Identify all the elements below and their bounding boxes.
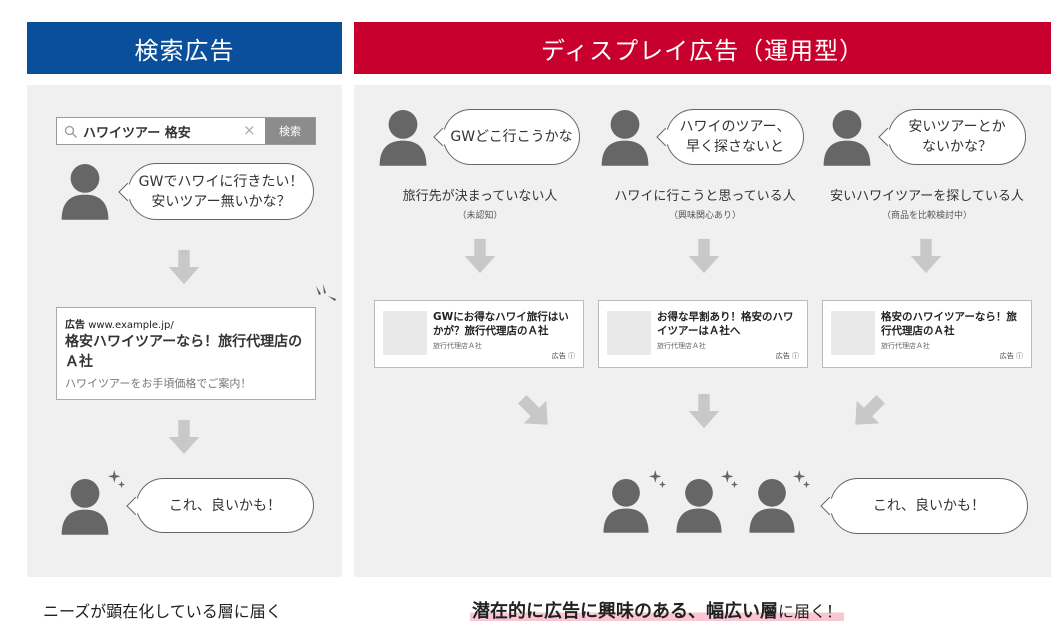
ad-company: 旅行代理店Ａ社 xyxy=(881,342,930,350)
segment-sublabel: （興味関心あり） xyxy=(668,211,741,221)
ad-thumbnail xyxy=(383,311,427,355)
search-caption: ニーズが顕在化している層に届く xyxy=(43,602,282,621)
bubble-line: これ、良いかも！ xyxy=(872,498,986,514)
ad-description: ハワイツアーをお手頃価格でご案内！ xyxy=(65,377,252,390)
search-ads-header: 検索広告 xyxy=(27,22,342,74)
user-avatar-icon xyxy=(376,108,430,166)
display-ads-title: ディスプレイ広告（運用型） xyxy=(540,36,865,65)
bubble-line: ハワイのツアー、 xyxy=(679,119,791,135)
search-ad-result[interactable]: 広告 www.example.jp/ 格安ハワイツアーなら！旅行代理店のＡ社 ハ… xyxy=(56,307,316,400)
segment-label: ハワイに行こうと思っている人 xyxy=(614,189,796,204)
searcher-speech-bubble: GWでハワイに行きたい！ 安いツアー無いかな？ xyxy=(128,163,314,220)
display-ad-card[interactable]: 格安のハワイツアーなら！旅行代理店のＡ社 旅行代理店Ａ社 広告 ⓘ xyxy=(822,300,1032,368)
segment-sublabel: （商品を比較検討中） xyxy=(881,211,972,221)
bubble-line: 安いツアー無いかな？ xyxy=(151,193,291,210)
display-caption-emphasis: 潜在的に広告に興味のある、幅広い層 xyxy=(472,601,778,622)
user-speech-bubble: ハワイのツアー、早く探さないと xyxy=(666,109,804,165)
bubble-line: 早く探さないと xyxy=(686,139,784,155)
searcher-result-bubble: これ、良いかも！ xyxy=(136,478,314,533)
search-ads-title: 検索広告 xyxy=(134,36,235,65)
bubble-line: ないかな？ xyxy=(921,139,992,155)
user-avatar-icon xyxy=(598,108,652,166)
sparkle-icon xyxy=(649,470,667,490)
ad-url-line: 広告 www.example.jp/ xyxy=(65,316,174,331)
user-segment-caption: 旅行先が決まっていない人 （未認知） xyxy=(374,185,586,221)
display-ad-card[interactable]: GWにお得なハワイ旅行はいかが？旅行代理店のＡ社 旅行代理店Ａ社 広告 ⓘ xyxy=(374,300,584,368)
ad-info-tag[interactable]: 広告 ⓘ xyxy=(999,352,1023,360)
ad-company: 旅行代理店Ａ社 xyxy=(657,342,706,350)
searcher-satisfied-avatar-icon xyxy=(58,477,112,535)
ad-info-tag[interactable]: 広告 ⓘ xyxy=(775,352,799,360)
ad-title[interactable]: お得な早割あり！格安のハワイツアーはＡ社へ xyxy=(657,311,794,337)
ad-label: 広告 xyxy=(65,320,85,331)
magnifier-icon xyxy=(64,124,78,138)
arrow-down-icon xyxy=(165,248,203,286)
ad-company: 旅行代理店Ａ社 xyxy=(433,342,482,350)
arrow-down-icon xyxy=(165,418,203,456)
searcher-avatar-icon xyxy=(58,162,112,220)
sparkle-icon xyxy=(108,470,126,490)
display-ad-card[interactable]: お得な早割あり！格安のハワイツアーはＡ社へ 旅行代理店Ａ社 広告 ⓘ xyxy=(598,300,808,368)
click-burst-icon xyxy=(316,284,336,301)
user-speech-bubble: GWどこ行こうかな xyxy=(443,109,580,165)
search-button[interactable]: 検索 xyxy=(265,118,315,144)
satisfied-user-avatar-icon xyxy=(746,477,798,533)
display-ads-header: ディスプレイ広告（運用型） xyxy=(354,22,1051,74)
arrow-down-icon xyxy=(907,237,945,275)
bubble-line: 安いツアーとか xyxy=(908,119,1006,135)
search-input[interactable]: ハワイツアー 格安 xyxy=(83,126,191,141)
arrow-down-icon xyxy=(685,392,723,430)
user-segment-caption: ハワイに行こうと思っている人 （興味関心あり） xyxy=(598,185,812,221)
ad-url: www.example.jp/ xyxy=(88,320,174,331)
bubble-line: GWどこ行こうかな xyxy=(450,129,573,145)
ad-title[interactable]: 格安ハワイツアーなら！旅行代理店のＡ社 xyxy=(65,334,303,370)
display-result-bubble: これ、良いかも！ xyxy=(830,478,1028,534)
ad-title[interactable]: 格安のハワイツアーなら！旅行代理店のＡ社 xyxy=(881,311,1017,337)
display-caption: 潜在的に広告に興味のある、幅広い層に届く！ xyxy=(470,597,845,623)
display-caption-rest: に届く！ xyxy=(778,602,843,621)
bubble-line: GWでハワイに行きたい！ xyxy=(138,173,304,190)
bubble-line: これ、良いかも！ xyxy=(168,497,282,514)
arrow-down-icon xyxy=(685,237,723,275)
arrow-down-icon xyxy=(461,237,499,275)
satisfied-user-avatar-icon xyxy=(600,477,652,533)
satisfied-user-avatar-icon xyxy=(673,477,725,533)
ad-thumbnail xyxy=(831,311,875,355)
ad-thumbnail xyxy=(607,311,651,355)
segment-label: 安いハワイツアーを探している人 xyxy=(830,189,1024,204)
user-speech-bubble: 安いツアーとかないかな？ xyxy=(888,109,1026,165)
search-box[interactable]: ハワイツアー 格安 × 検索 xyxy=(56,117,316,145)
segment-label: 旅行先が決まっていない人 xyxy=(402,189,558,204)
sparkle-icon xyxy=(793,470,811,490)
segment-sublabel: （未認知） xyxy=(457,211,503,221)
ad-title[interactable]: GWにお得なハワイ旅行はいかが？旅行代理店のＡ社 xyxy=(433,311,569,337)
user-avatar-icon xyxy=(820,108,874,166)
clear-icon[interactable]: × xyxy=(243,121,256,139)
user-segment-caption: 安いハワイツアーを探している人 （商品を比較検討中） xyxy=(820,185,1034,221)
ad-info-tag[interactable]: 広告 ⓘ xyxy=(551,352,575,360)
sparkle-icon xyxy=(721,470,739,490)
